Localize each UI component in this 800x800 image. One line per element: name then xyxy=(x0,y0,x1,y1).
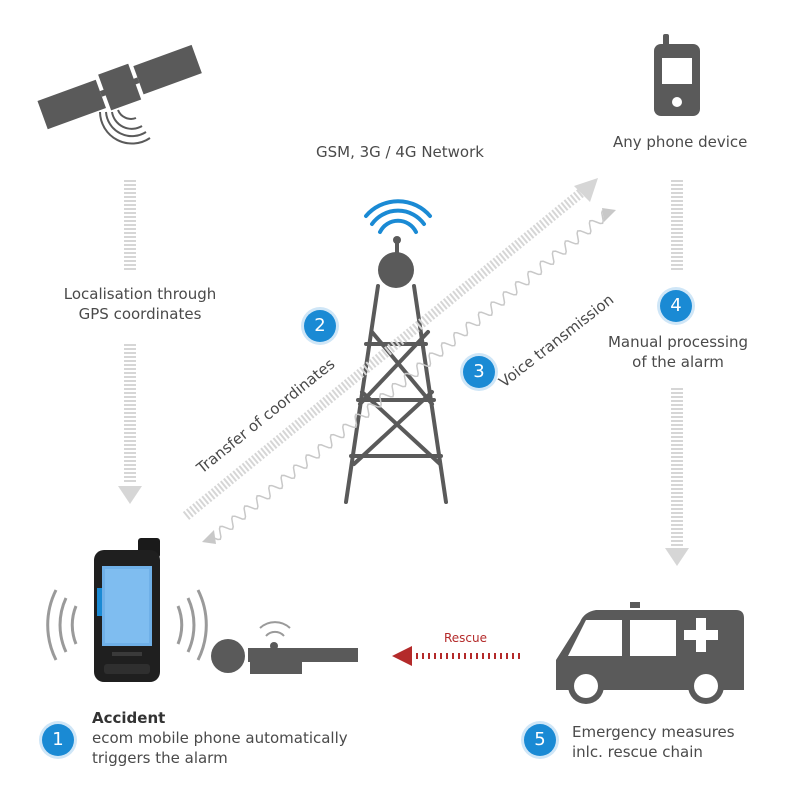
step-4-badge: 4 xyxy=(660,290,692,322)
emergency-line-1: Emergency measures xyxy=(572,723,735,741)
voice-wave xyxy=(202,208,616,544)
step-5-badge: 5 xyxy=(524,724,556,756)
accident-line-1: ecom mobile phone automatically xyxy=(92,729,348,747)
rescue-arrow xyxy=(392,646,522,666)
manual-processing-label: Manual processing of the alarm xyxy=(596,332,760,372)
cell-tower-icon xyxy=(344,199,448,504)
accident-label: Accident ecom mobile phone automatically… xyxy=(92,708,348,768)
emergency-line-2: inlc. rescue chain xyxy=(572,743,703,761)
phone-device-label: Any phone device xyxy=(613,133,748,151)
network-label: GSM, 3G / 4G Network xyxy=(316,143,484,161)
transfer-label: Transfer of coordinates xyxy=(192,355,338,478)
emergency-label: Emergency measures inlc. rescue chain xyxy=(572,722,735,762)
satellite-icon xyxy=(37,44,202,145)
ambulance-icon xyxy=(556,602,744,704)
gps-arrow xyxy=(118,178,142,504)
manual-line-2: of the alarm xyxy=(632,353,724,371)
localisation-label: Localisation through GPS coordinates xyxy=(40,284,240,324)
accident-line-2: triggers the alarm xyxy=(92,749,228,767)
transfer-arrow xyxy=(182,178,598,520)
localisation-line-2: GPS coordinates xyxy=(78,305,202,323)
smartphone-icon xyxy=(654,34,700,116)
person-lying-icon xyxy=(211,621,358,674)
localisation-line-1: Localisation through xyxy=(63,285,217,303)
accident-title: Accident xyxy=(92,709,166,727)
step-3-badge: 3 xyxy=(463,356,495,388)
step-2-badge: 2 xyxy=(304,310,336,342)
rescue-label: Rescue xyxy=(444,631,487,645)
manual-processing-arrow xyxy=(665,180,689,566)
manual-line-1: Manual processing xyxy=(607,333,749,351)
mobile-phone-icon xyxy=(46,538,208,682)
step-1-badge: 1 xyxy=(42,724,74,756)
